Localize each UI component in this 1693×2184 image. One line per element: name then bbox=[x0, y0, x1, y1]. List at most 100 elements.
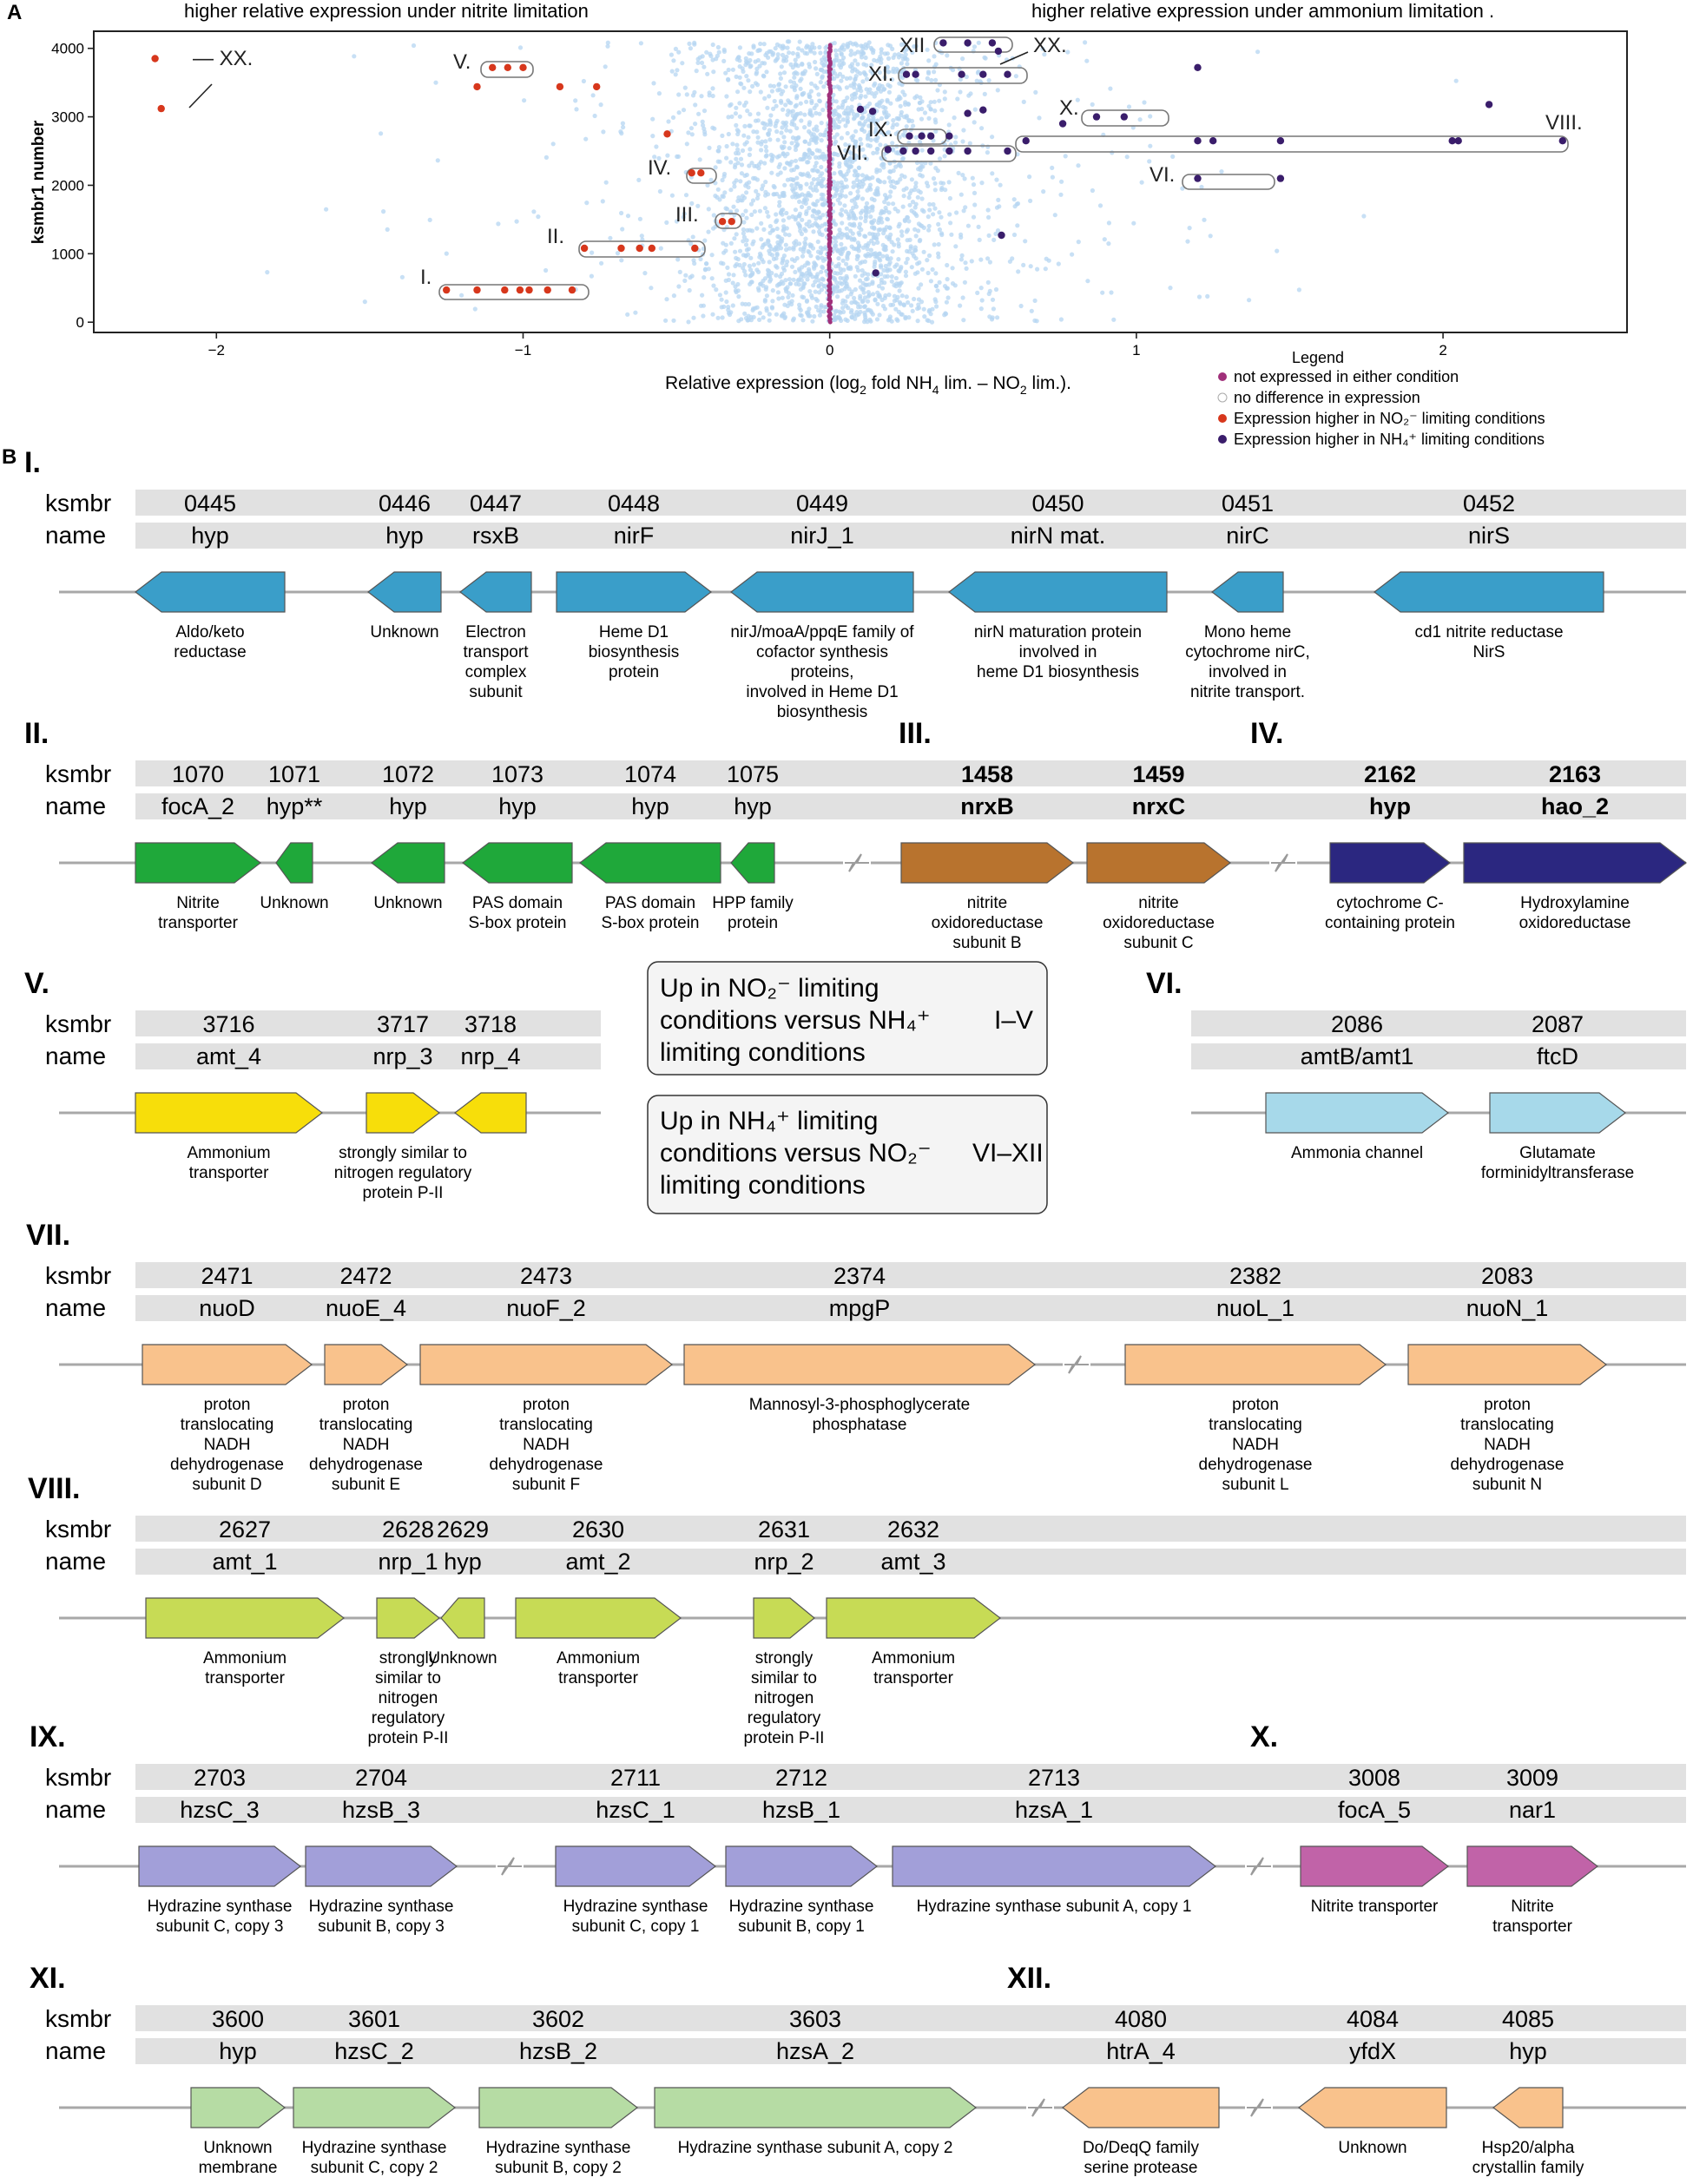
no-difference-point bbox=[770, 50, 776, 56]
no-difference-point bbox=[747, 163, 752, 168]
no-difference-point bbox=[675, 154, 680, 159]
no-difference-point bbox=[877, 56, 882, 62]
no-difference-point bbox=[665, 153, 670, 158]
gene-description: Ammonium bbox=[557, 1649, 640, 1668]
gene-description: subunit L bbox=[1222, 1476, 1288, 1494]
no-difference-point bbox=[1033, 89, 1038, 95]
no-difference-point bbox=[723, 248, 728, 253]
gene-description: dehydrogenase bbox=[490, 1456, 603, 1474]
no-difference-point bbox=[860, 115, 865, 121]
gene-description: dehydrogenase bbox=[1451, 1456, 1565, 1474]
no-difference-point bbox=[852, 51, 858, 56]
no-difference-point bbox=[765, 122, 770, 128]
no-difference-point bbox=[654, 144, 659, 149]
data-point bbox=[519, 63, 527, 72]
no-difference-point bbox=[784, 128, 789, 133]
no-difference-point bbox=[847, 221, 853, 227]
data-point bbox=[648, 244, 655, 253]
no-difference-point bbox=[693, 102, 698, 108]
no-difference-point bbox=[886, 43, 891, 48]
no-difference-point bbox=[860, 79, 866, 84]
not-expressed-point bbox=[827, 43, 833, 48]
no-difference-point bbox=[806, 248, 811, 254]
no-difference-point bbox=[783, 232, 788, 237]
cluster-roman-label: II. bbox=[24, 717, 49, 750]
no-difference-point bbox=[834, 289, 840, 294]
no-difference-point bbox=[848, 266, 853, 272]
no-difference-point bbox=[837, 119, 842, 124]
no-difference-point bbox=[832, 151, 837, 157]
no-difference-point bbox=[775, 56, 781, 61]
no-difference-point bbox=[917, 100, 922, 105]
no-difference-point bbox=[784, 286, 789, 293]
gene-ksmbr-id: 3603 bbox=[789, 2006, 841, 2032]
gene-description: nitrite transport. bbox=[1190, 683, 1305, 701]
row-label-name: name bbox=[45, 2037, 106, 2064]
no-difference-point bbox=[590, 93, 596, 98]
no-difference-point bbox=[737, 248, 743, 253]
no-difference-point bbox=[739, 171, 745, 176]
no-difference-point bbox=[926, 253, 932, 259]
no-difference-point bbox=[757, 251, 763, 256]
no-difference-point bbox=[689, 132, 695, 137]
no-difference-point bbox=[882, 180, 887, 185]
no-difference-point bbox=[836, 124, 841, 129]
no-difference-point bbox=[798, 156, 803, 162]
x-axis-title: Relative expression (log2 fold NH4 lim. … bbox=[665, 373, 1071, 397]
no-difference-point bbox=[837, 201, 843, 206]
no-difference-point bbox=[844, 273, 849, 279]
no-difference-point bbox=[1056, 261, 1061, 266]
no-difference-point bbox=[845, 42, 851, 47]
gene-arrow bbox=[900, 842, 1074, 884]
no-difference-point bbox=[793, 207, 799, 213]
panel-a-label: A bbox=[7, 1, 22, 24]
no-difference-point bbox=[782, 166, 787, 171]
no-difference-point bbox=[686, 319, 691, 325]
no-difference-point bbox=[693, 122, 698, 127]
no-difference-point bbox=[833, 315, 839, 320]
gene-2472: 2472nuoE_4protontranslocatingNADHdehydro… bbox=[309, 1263, 423, 1494]
no-difference-point bbox=[598, 102, 603, 108]
gene-ksmbr-id: 2713 bbox=[1028, 1765, 1080, 1791]
no-difference-point bbox=[811, 283, 816, 288]
no-difference-point bbox=[1011, 197, 1017, 202]
no-difference-point bbox=[887, 225, 893, 230]
no-difference-point bbox=[734, 122, 739, 128]
row-label-ksmbr: ksmbr bbox=[45, 1764, 111, 1791]
no-difference-point bbox=[713, 165, 718, 170]
no-difference-point bbox=[832, 276, 837, 281]
no-difference-point bbox=[748, 281, 753, 286]
no-difference-point bbox=[589, 273, 595, 279]
data-point bbox=[501, 286, 509, 294]
no-difference-point bbox=[1076, 240, 1081, 245]
gene-description: translocating bbox=[1209, 1416, 1302, 1434]
no-difference-point bbox=[919, 223, 925, 229]
gene-ksmbr-id: 0447 bbox=[470, 490, 522, 516]
no-difference-point bbox=[749, 212, 754, 217]
no-difference-point bbox=[797, 214, 802, 219]
no-difference-point bbox=[855, 195, 860, 201]
no-difference-point bbox=[851, 116, 857, 122]
no-difference-point bbox=[435, 158, 440, 163]
no-difference-point bbox=[953, 140, 958, 145]
no-difference-point bbox=[958, 192, 964, 197]
no-difference-point bbox=[867, 231, 873, 236]
gene-ksmbr-id: 2703 bbox=[194, 1765, 246, 1791]
no-difference-point bbox=[891, 118, 896, 123]
no-difference-point bbox=[958, 89, 963, 95]
no-difference-point bbox=[603, 64, 608, 69]
no-difference-point bbox=[894, 122, 899, 128]
gene-description: nitrogen bbox=[754, 1689, 814, 1707]
gene-description: nitrogen regulatory bbox=[334, 1164, 472, 1182]
no-difference-point bbox=[937, 280, 942, 285]
no-difference-point bbox=[857, 232, 862, 237]
no-difference-point bbox=[444, 251, 449, 256]
no-difference-point bbox=[714, 56, 719, 62]
gene-arrow bbox=[135, 1092, 323, 1134]
no-difference-point bbox=[832, 76, 837, 82]
no-difference-point bbox=[926, 214, 931, 220]
